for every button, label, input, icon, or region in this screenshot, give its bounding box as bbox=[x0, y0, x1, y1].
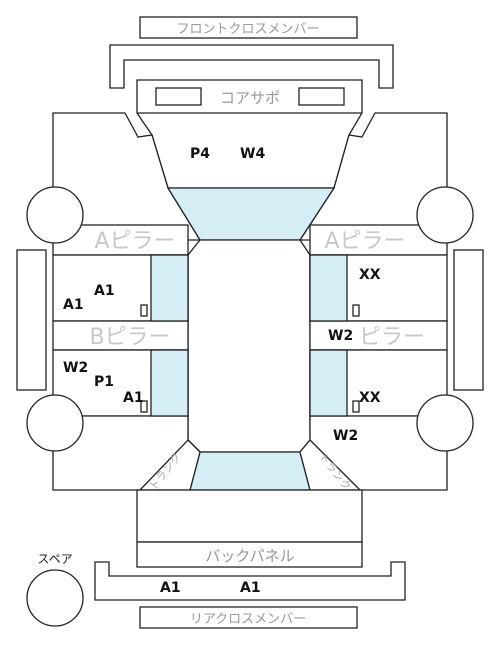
core-support-right-hole bbox=[298, 87, 345, 106]
b-pillar-left-band[interactable] bbox=[52, 320, 189, 351]
back-panel-box[interactable] bbox=[136, 541, 363, 568]
code-rear-member-2: A1 bbox=[240, 580, 261, 596]
rear-right-handle[interactable] bbox=[352, 400, 360, 413]
code-rear-right-door: XX bbox=[359, 390, 381, 406]
code-front-left-door-top: A1 bbox=[94, 283, 115, 299]
front-left-window[interactable] bbox=[150, 254, 189, 322]
rear-window[interactable] bbox=[189, 451, 311, 491]
b-pillar-right-label: ピラー bbox=[359, 325, 425, 350]
rear-right-wheel[interactable] bbox=[416, 394, 474, 452]
front-bracket bbox=[109, 44, 394, 89]
rear-bracket[interactable] bbox=[94, 561, 406, 601]
back-panel-label: バックパネル bbox=[205, 547, 294, 565]
code-front-left-door-left: A1 bbox=[63, 297, 84, 313]
core-support-label: コアサポ bbox=[220, 89, 280, 107]
front-cross-member-label: フロントクロスメンバー bbox=[176, 22, 319, 37]
left-side-sill[interactable] bbox=[16, 249, 47, 391]
code-rear-member-1: A1 bbox=[160, 580, 181, 596]
roof-panel[interactable] bbox=[187, 239, 311, 453]
front-left-wheel[interactable] bbox=[26, 186, 84, 244]
front-left-handle[interactable] bbox=[140, 304, 148, 317]
spare-tire[interactable] bbox=[26, 569, 84, 627]
rear-left-handle[interactable] bbox=[140, 400, 148, 413]
rear-body[interactable] bbox=[136, 489, 363, 543]
code-b-pillar-right: W2 bbox=[328, 328, 353, 344]
front-right-window[interactable] bbox=[309, 254, 348, 322]
code-rear-left-door-3: A1 bbox=[123, 390, 144, 406]
rear-left-window[interactable] bbox=[150, 349, 189, 417]
spare-label: スペア bbox=[37, 552, 72, 566]
rear-cross-member-label: リアクロスメンバー bbox=[190, 612, 306, 627]
rear-right-window[interactable] bbox=[309, 349, 348, 417]
front-right-handle[interactable] bbox=[352, 304, 360, 317]
code-rear-right-quarter: W2 bbox=[333, 428, 358, 444]
a-pillar-right-label: Aピラー bbox=[324, 229, 405, 254]
code-hood-2: W4 bbox=[240, 146, 265, 162]
code-front-right-door: XX bbox=[359, 267, 381, 283]
code-hood-1: P4 bbox=[190, 146, 210, 162]
code-rear-left-door-2: P1 bbox=[94, 374, 114, 390]
front-right-wheel[interactable] bbox=[416, 186, 474, 244]
core-support-left-hole bbox=[155, 87, 202, 106]
b-pillar-right-band[interactable] bbox=[309, 320, 448, 351]
a-pillar-left-label: Aピラー bbox=[94, 229, 175, 254]
right-side-sill[interactable] bbox=[453, 249, 484, 391]
code-rear-left-door-1: W2 bbox=[63, 360, 88, 376]
b-pillar-left-label: Bピラー bbox=[89, 325, 170, 350]
rear-cross-member-box[interactable] bbox=[139, 606, 358, 629]
front-cross-member-box[interactable] bbox=[139, 16, 358, 39]
rear-left-wheel[interactable] bbox=[26, 394, 84, 452]
